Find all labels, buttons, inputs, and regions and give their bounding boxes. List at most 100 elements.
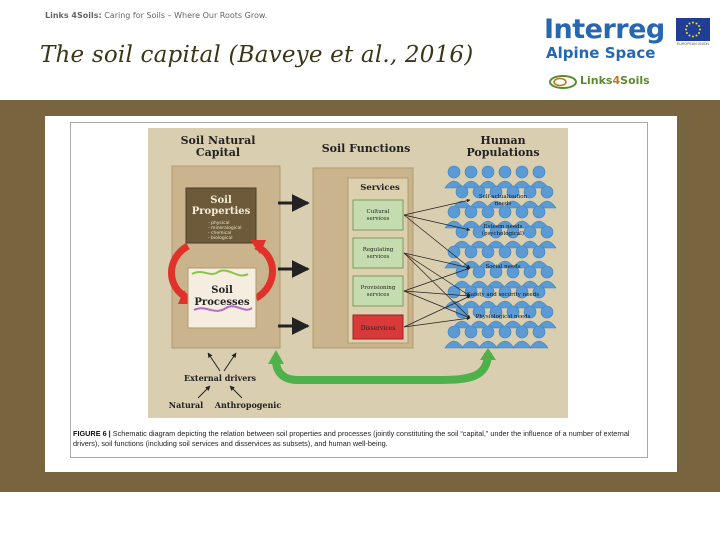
- person-head: [498, 205, 512, 219]
- eu-star: [685, 32, 688, 34]
- person-head: [540, 185, 554, 199]
- service-need-arrow: [403, 316, 471, 328]
- logo-block: Interreg Alpine Space EUROPEAN UNION Lin…: [544, 14, 714, 100]
- person-body: [529, 340, 549, 349]
- eu-star: [688, 34, 691, 37]
- person-head: [464, 205, 478, 219]
- eu-star: [685, 28, 687, 31]
- links4soils-icon: [549, 75, 577, 89]
- person-head: [481, 245, 495, 259]
- person-head: [515, 205, 529, 219]
- person-body: [537, 320, 557, 329]
- driver-arrow-up-1: [207, 352, 221, 372]
- soil-processes-box: [187, 267, 257, 329]
- person-head: [498, 325, 512, 339]
- eu-star: [699, 28, 701, 31]
- driver-arrow-down-1: [197, 385, 211, 399]
- person-head: [515, 245, 529, 259]
- service-item-box: [352, 199, 404, 231]
- need-label: Social needs: [485, 264, 520, 270]
- person-head: [472, 185, 486, 199]
- services-label: Services: [360, 183, 400, 193]
- eu-star: [692, 21, 694, 24]
- person-head: [464, 325, 478, 339]
- person-head: [464, 165, 478, 179]
- property-item: - chemical: [208, 230, 231, 236]
- person-head: [532, 245, 546, 259]
- person-body: [537, 240, 557, 249]
- service-need-arrow: [403, 290, 471, 319]
- service-need-arrow: [403, 252, 471, 297]
- person-head: [447, 245, 461, 259]
- eu-star: [698, 25, 701, 27]
- links4soils-logo: Links4Soils: [580, 74, 650, 87]
- person-head: [489, 265, 503, 279]
- person-head: [515, 285, 529, 299]
- person-head: [532, 205, 546, 219]
- service-need-arrow: [403, 252, 471, 319]
- slide-header: Links 4Soils: Caring for Soils – Where O…: [0, 0, 720, 100]
- person-head: [523, 265, 537, 279]
- person-head: [523, 305, 537, 319]
- properties-list: - physical- mineralogical- chemical- bio…: [208, 220, 242, 241]
- person-head: [455, 185, 469, 199]
- caption-text: Schematic diagram depicting the relation…: [73, 429, 630, 448]
- service-need-arrow: [403, 214, 471, 232]
- tagline: Links 4Soils: Caring for Soils – Where O…: [45, 11, 267, 20]
- person-head: [540, 225, 554, 239]
- driver-arrow-down-2: [229, 385, 243, 399]
- person-head: [506, 305, 520, 319]
- person-head: [540, 265, 554, 279]
- person-head: [515, 325, 529, 339]
- person-head: [506, 225, 520, 239]
- caption-label: FIGURE 6 |: [73, 429, 111, 438]
- service-item-box: [352, 275, 404, 307]
- person-head: [489, 225, 503, 239]
- person-head: [523, 225, 537, 239]
- process-squiggle-green: [191, 269, 249, 277]
- eu-caption: EUROPEAN UNION: [677, 42, 709, 46]
- person-head: [489, 185, 503, 199]
- person-head: [532, 285, 546, 299]
- person-head: [472, 305, 486, 319]
- need-label: Physiological needs: [476, 314, 531, 320]
- external-drivers-label: External drivers: [184, 373, 256, 383]
- person-head: [472, 225, 486, 239]
- person-head: [447, 285, 461, 299]
- tagline-text: Caring for Soils – Where Our Roots Grow.: [104, 11, 268, 20]
- person-head: [506, 185, 520, 199]
- person-head: [464, 245, 478, 259]
- links4soils-num: 4: [612, 74, 621, 87]
- slide-title: The soil capital (Baveye et al., 2016): [40, 42, 474, 68]
- tagline-brand: Links 4Soils:: [45, 11, 102, 20]
- property-item: - physical: [208, 220, 230, 226]
- service-need-arrow: [403, 267, 471, 292]
- property-item: - biological: [208, 235, 233, 241]
- person-head: [523, 185, 537, 199]
- person-head: [498, 285, 512, 299]
- need-label: Safety and security needs: [467, 292, 539, 298]
- person-head: [481, 325, 495, 339]
- person-head: [447, 325, 461, 339]
- links4soils-prefix: Links: [580, 74, 613, 87]
- soil-properties-box: [185, 187, 257, 244]
- person-head: [489, 305, 503, 319]
- green-arrowhead-left: [268, 350, 284, 364]
- person-head: [447, 205, 461, 219]
- disservices-box: [352, 314, 404, 340]
- eu-star: [698, 32, 701, 34]
- person-head: [481, 165, 495, 179]
- service-need-arrow: [403, 252, 471, 270]
- interreg-logo: Interreg: [544, 14, 665, 45]
- figure-caption: FIGURE 6 | Schematic diagram depicting t…: [73, 429, 645, 449]
- red-arrowhead-right: [250, 240, 266, 254]
